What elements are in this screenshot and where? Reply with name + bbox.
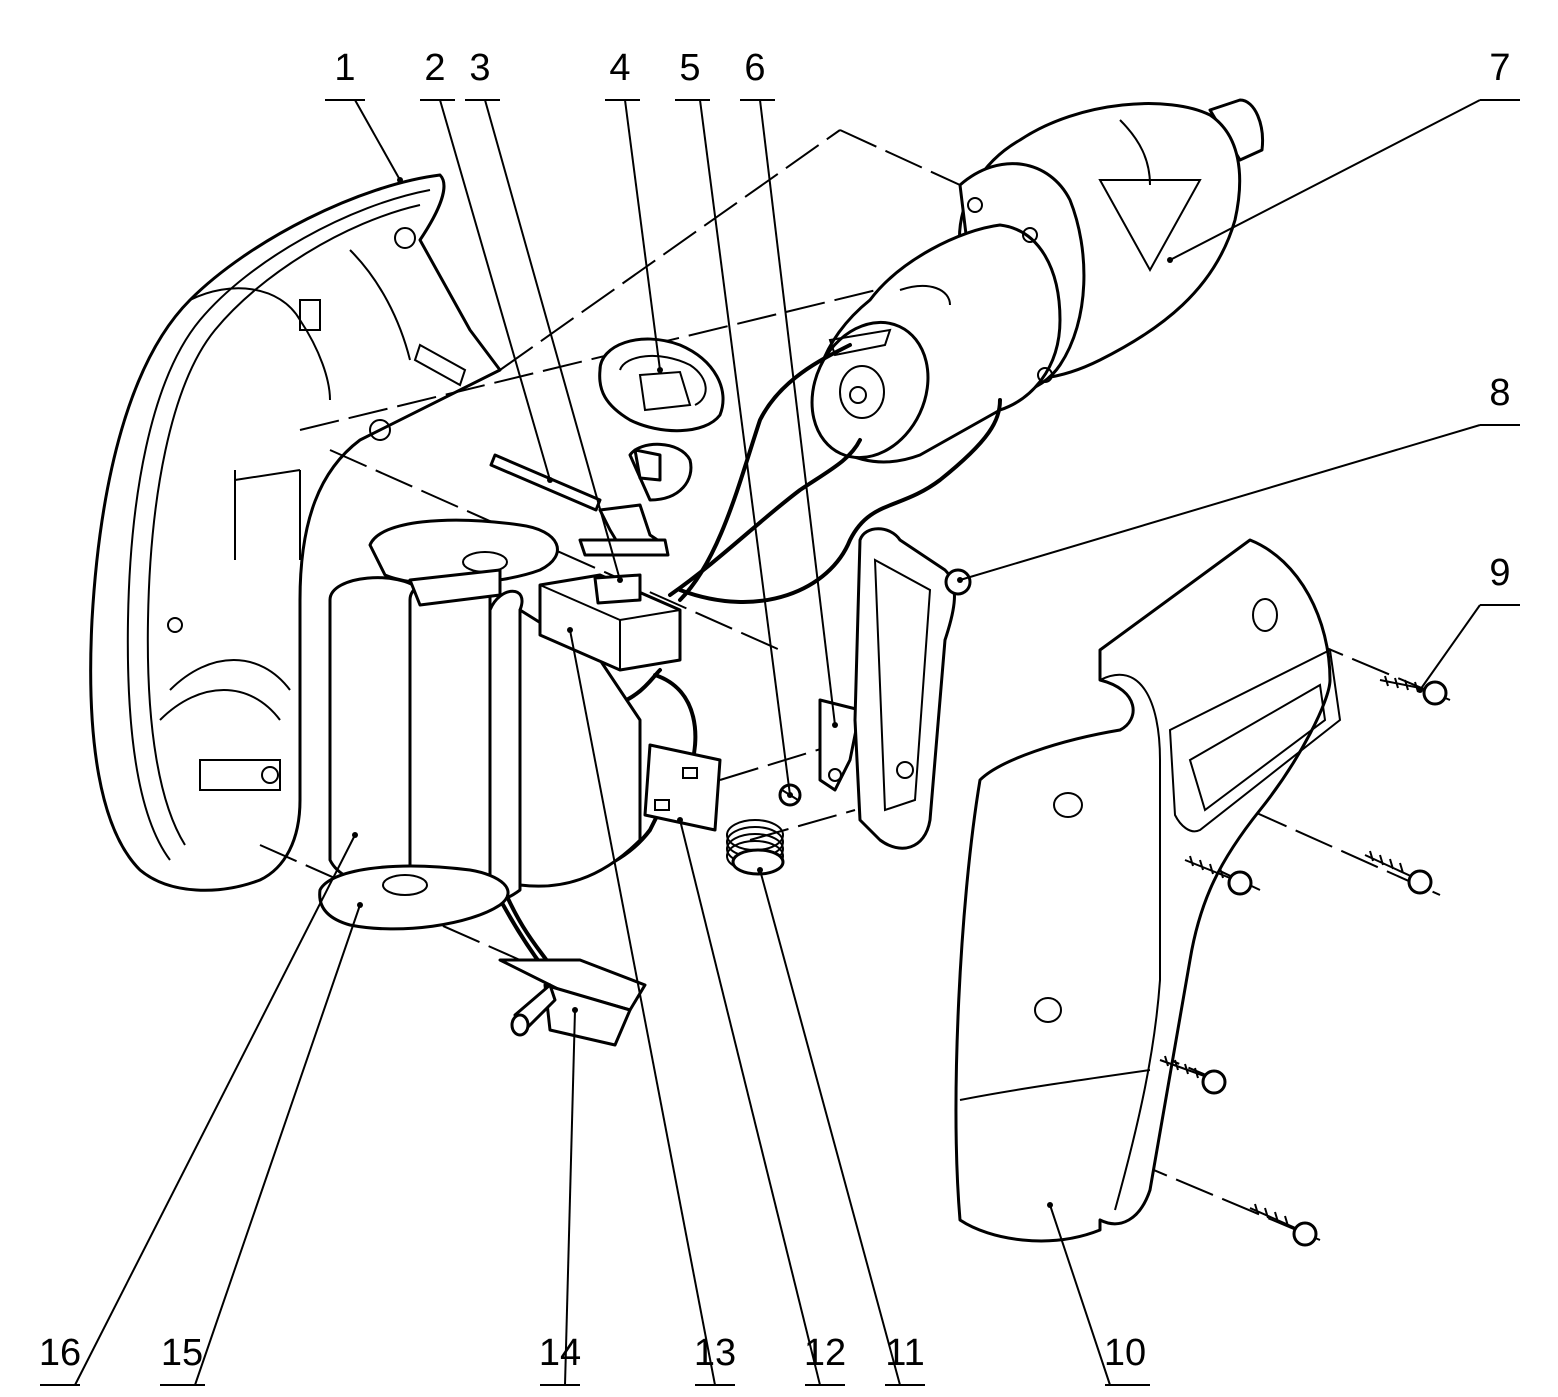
callout-dot-16 bbox=[352, 832, 358, 838]
callout-5: 5 bbox=[675, 47, 793, 798]
left-housing-shell bbox=[89, 173, 502, 892]
callout-11: 11 bbox=[757, 867, 925, 1386]
callout-leader-10 bbox=[1049, 1204, 1111, 1386]
callout-label-2: 2 bbox=[424, 47, 445, 89]
callout-14: 14 bbox=[539, 1007, 581, 1386]
callout-15: 15 bbox=[160, 902, 363, 1386]
callout-label-4: 4 bbox=[609, 47, 630, 89]
callout-leader-16 bbox=[74, 834, 356, 1386]
callout-label-16: 16 bbox=[39, 1332, 81, 1374]
callout-leader-9 bbox=[1419, 604, 1481, 691]
callout-dot-9 bbox=[1417, 687, 1423, 693]
callout-leader-5 bbox=[699, 99, 791, 796]
callout-12: 12 bbox=[677, 817, 846, 1386]
callout-8: 8 bbox=[957, 372, 1520, 583]
callout-dot-5 bbox=[787, 792, 793, 798]
callout-dot-12 bbox=[677, 817, 683, 823]
callout-label-15: 15 bbox=[161, 1332, 203, 1374]
callout-label-10: 10 bbox=[1104, 1332, 1146, 1374]
callout-dot-1 bbox=[397, 177, 403, 183]
callout-1: 1 bbox=[325, 47, 403, 183]
callout-dot-13 bbox=[567, 627, 573, 633]
hinge-pin bbox=[489, 453, 602, 512]
callout-dot-15 bbox=[357, 902, 363, 908]
callout-3: 3 bbox=[465, 47, 623, 583]
callout-2: 2 bbox=[420, 47, 553, 483]
callout-label-6: 6 bbox=[744, 47, 765, 89]
callout-leader-4 bbox=[624, 99, 661, 371]
callout-leader-14 bbox=[564, 1009, 576, 1386]
callout-label-9: 9 bbox=[1489, 552, 1510, 594]
callout-label-14: 14 bbox=[539, 1332, 581, 1374]
callout-dot-11 bbox=[757, 867, 763, 873]
callout-dot-6 bbox=[832, 722, 838, 728]
terminal-plate bbox=[643, 743, 722, 832]
right-housing-shell bbox=[954, 538, 1342, 1243]
callout-leader-7 bbox=[1169, 99, 1481, 261]
callout-dot-10 bbox=[1047, 1202, 1053, 1208]
callout-9: 9 bbox=[1417, 552, 1520, 693]
coil-spring bbox=[726, 819, 785, 876]
callout-leader-8 bbox=[959, 424, 1481, 581]
callout-leader-6 bbox=[759, 99, 836, 726]
callout-label-7: 7 bbox=[1489, 47, 1510, 89]
callout-label-5: 5 bbox=[679, 47, 700, 89]
contact-clip bbox=[818, 698, 862, 792]
callout-dot-2 bbox=[547, 477, 553, 483]
callout-label-13: 13 bbox=[694, 1332, 736, 1374]
callout-16: 16 bbox=[39, 832, 358, 1386]
motor-gearbox-assembly bbox=[810, 98, 1265, 464]
main-switch-box bbox=[538, 573, 682, 672]
callout-leader-3 bbox=[484, 99, 621, 581]
callout-dot-3 bbox=[617, 577, 623, 583]
callout-leader-11 bbox=[759, 869, 901, 1386]
callout-dot-7 bbox=[1167, 257, 1173, 263]
callout-leader-2 bbox=[439, 99, 551, 481]
callout-6: 6 bbox=[740, 47, 838, 728]
callout-4: 4 bbox=[605, 47, 663, 373]
callout-label-8: 8 bbox=[1489, 372, 1510, 414]
callout-10: 10 bbox=[1047, 1202, 1150, 1386]
housing-screws bbox=[1159, 675, 1448, 1247]
callout-13: 13 bbox=[567, 627, 736, 1386]
callout-label-11: 11 bbox=[885, 1332, 924, 1374]
callout-label-3: 3 bbox=[469, 47, 490, 89]
callout-leader-13 bbox=[569, 629, 716, 1386]
callout-dot-8 bbox=[957, 577, 963, 583]
callout-label-12: 12 bbox=[804, 1332, 846, 1374]
callout-leader-1 bbox=[354, 99, 401, 181]
callout-7: 7 bbox=[1167, 47, 1520, 263]
callout-leader-12 bbox=[679, 819, 821, 1386]
callout-dot-14 bbox=[572, 1007, 578, 1013]
battery-pack bbox=[318, 518, 642, 931]
trigger-plate bbox=[853, 527, 972, 850]
speed-selector-knob bbox=[598, 337, 725, 433]
callout-leader-15 bbox=[194, 904, 361, 1386]
switch-lever bbox=[578, 442, 693, 557]
charging-socket bbox=[498, 958, 647, 1047]
callout-dot-4 bbox=[657, 367, 663, 373]
callout-label-1: 1 bbox=[334, 47, 355, 89]
